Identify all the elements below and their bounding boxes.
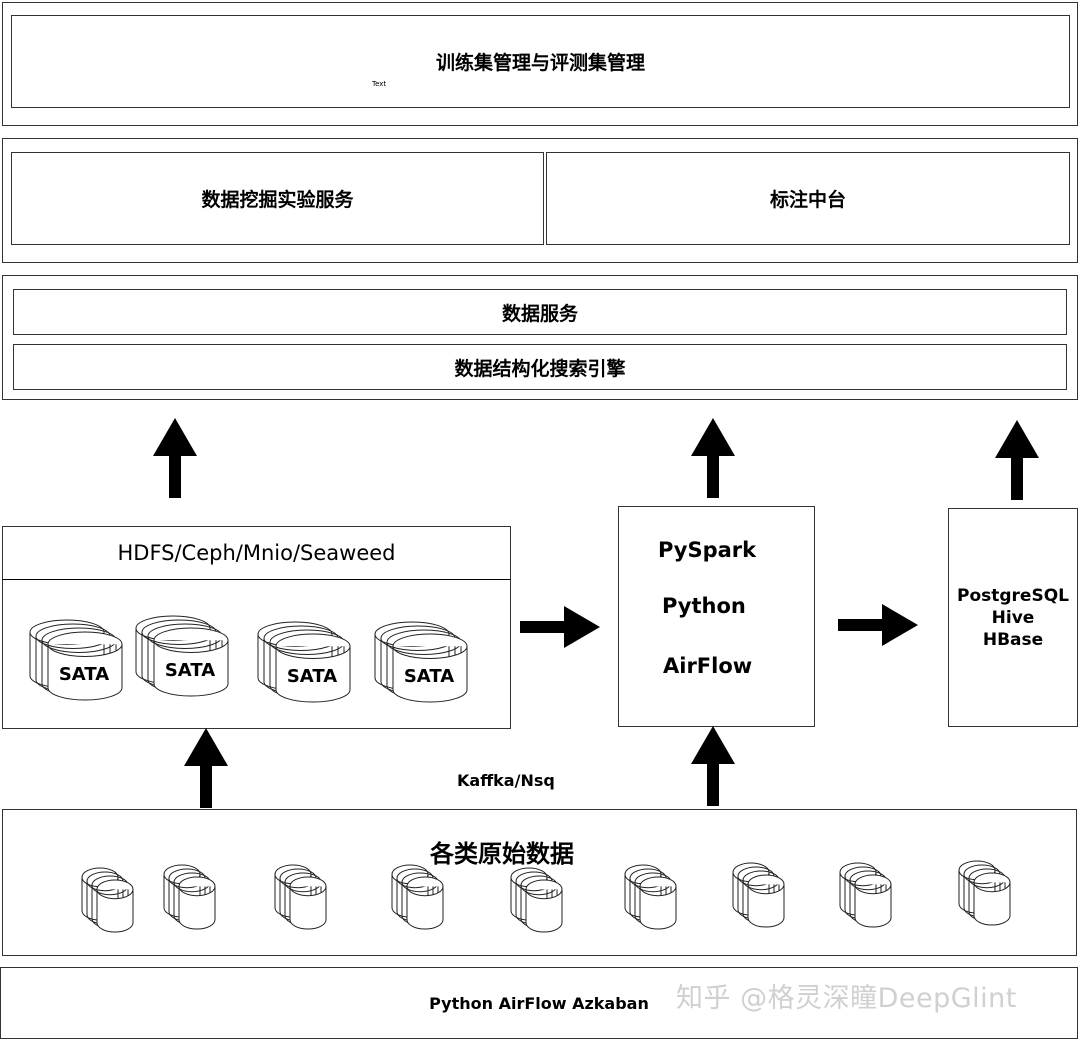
right-arrow-storage-compute-icon	[520, 606, 600, 648]
data-service-box: 数据服务	[13, 289, 1067, 335]
raw-data-disk-icon	[623, 863, 678, 931]
annotation-platform-box: 标注中台	[546, 152, 1070, 245]
search-engine-label: 数据结构化搜索引擎	[454, 357, 626, 380]
raw-data-disk-icon	[731, 861, 786, 929]
raw-data-disk-icon	[838, 861, 893, 929]
raw-data-disk-icon	[390, 863, 445, 931]
sata-label: SATA	[164, 660, 216, 681]
raw-data-disk-icon	[273, 863, 328, 931]
training-eval-management-label: 训练集管理与评测集管理	[435, 52, 645, 74]
up-arrow-raw-storage-icon	[184, 728, 228, 808]
tiny-text-label: Text	[372, 80, 387, 88]
compute-box	[618, 506, 815, 727]
data-service-label: 数据服务	[501, 302, 578, 325]
raw-data-disk-icon	[509, 866, 564, 934]
raw-data-disk-icon	[162, 863, 217, 931]
sata-disk-icon: SATA	[134, 614, 230, 698]
storage-title-label: HDFS/Ceph/Mnio/Seaweed	[117, 541, 396, 565]
sata-label: SATA	[403, 666, 455, 687]
data-mining-service-label: 数据挖掘实验服务	[201, 189, 354, 211]
annotation-platform-label: 标注中台	[769, 189, 846, 211]
training-eval-management-box: 训练集管理与评测集管理	[11, 15, 1070, 108]
postgresql-label: PostgreSQL	[957, 585, 1069, 606]
data-mining-service-box: 数据挖掘实验服务	[11, 152, 544, 245]
search-engine-box: 数据结构化搜索引擎	[13, 344, 1067, 390]
up-arrow-raw-compute-icon	[691, 726, 735, 806]
database-box: PostgreSQL Hive HBase	[948, 508, 1078, 727]
raw-data-disk-icon	[957, 859, 1012, 927]
right-arrow-compute-db-icon	[838, 604, 918, 646]
python-label: Python	[662, 594, 746, 618]
storage-title-box: HDFS/Ceph/Mnio/Seaweed	[2, 526, 511, 580]
scheduler-box: Python AirFlow Azkaban	[0, 967, 1078, 1039]
hive-label: Hive	[991, 607, 1035, 628]
raw-data-title: 各类原始数据	[430, 840, 574, 868]
watermark: 知乎 @格灵深瞳DeepGlint	[676, 983, 1017, 1014]
sata-disk-icon: SATA	[256, 620, 352, 704]
sata-label: SATA	[286, 666, 338, 687]
hbase-label: HBase	[982, 629, 1044, 650]
raw-data-disk-icon	[80, 866, 135, 934]
scheduler-label: Python AirFlow Azkaban	[429, 993, 649, 1013]
sata-label: SATA	[58, 664, 110, 685]
pyspark-label: PySpark	[658, 538, 757, 562]
up-arrow-storage-icon	[153, 418, 197, 498]
up-arrow-compute-icon	[691, 418, 735, 498]
airflow-label: AirFlow	[663, 654, 753, 678]
transport-label: Kaffka/Nsq	[457, 771, 555, 790]
sata-disk-icon: SATA	[373, 620, 469, 704]
up-arrow-db-icon	[995, 420, 1039, 500]
sata-disk-icon: SATA	[28, 618, 124, 702]
